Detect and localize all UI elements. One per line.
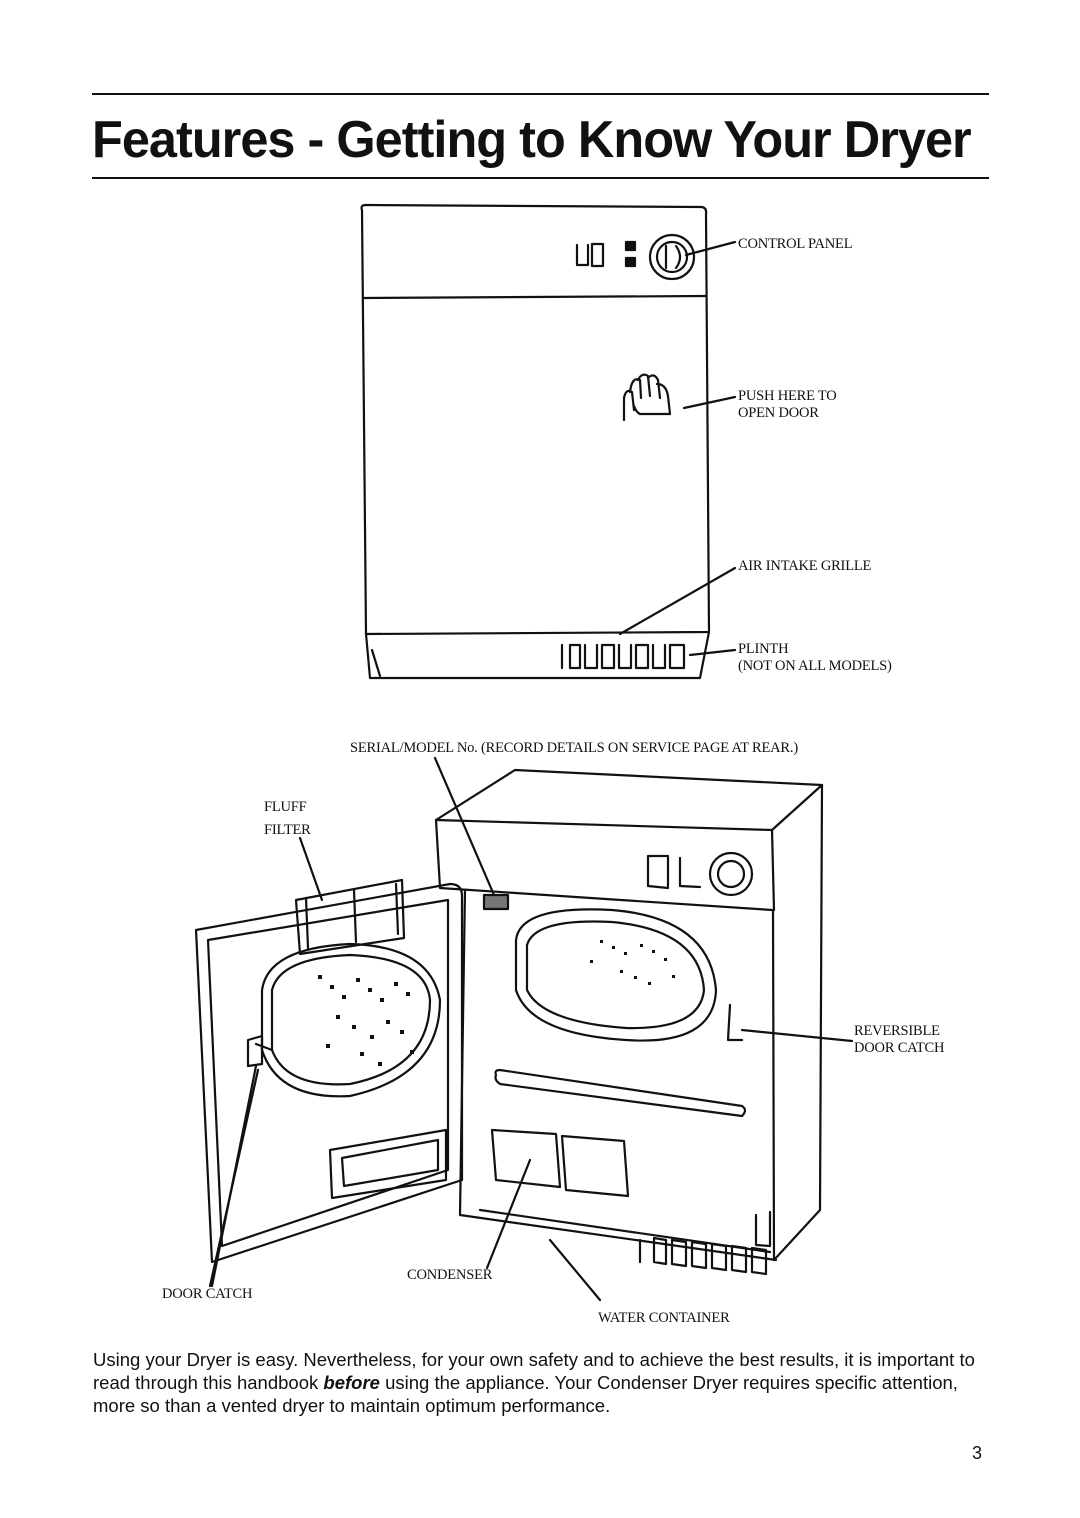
label-reversible-line1: REVERSIBLE <box>854 1023 940 1039</box>
intro-emphasis: before <box>323 1372 380 1393</box>
label-push-here-line1: PUSH HERE TO <box>738 388 837 404</box>
label-fluff-filter: FLUFF FILTER <box>264 796 311 842</box>
intro-text-start: Using your Dryer is easy. Nevertheless, … <box>93 1349 975 1393</box>
label-reversible-line2: DOOR CATCH <box>854 1040 945 1056</box>
hand-icon <box>622 373 672 422</box>
intro-paragraph: Using your Dryer is easy. Nevertheless, … <box>93 1348 993 1417</box>
label-plinth-line2: (NOT ON ALL MODELS) <box>738 658 892 674</box>
plinth <box>364 630 711 680</box>
page-number: 3 <box>972 1443 983 1463</box>
front-view-dryer <box>360 203 737 680</box>
label-fluff-line1: FLUFF <box>264 799 307 815</box>
intro-text-end: using the appliance. Your Condenser Drye… <box>93 1372 958 1416</box>
label-control-panel: CONTROL PANEL <box>738 236 853 252</box>
label-condenser: CONDENSER <box>407 1267 493 1283</box>
top-rule <box>92 93 989 95</box>
label-air-intake-grille: AIR INTAKE GRILLE <box>738 558 872 574</box>
page-title: Features - Getting to Know Your Dryer <box>92 111 972 169</box>
label-serial-model: SERIAL/MODEL No. (RECORD DETAILS ON SERV… <box>350 740 798 756</box>
control-panel-icon <box>575 233 696 281</box>
perforation-pattern <box>318 940 675 1066</box>
label-fluff-line2: FILTER <box>264 822 311 838</box>
bottom-rule <box>92 177 989 179</box>
label-push-here-line2: OPEN DOOR <box>738 405 819 421</box>
label-push-here: PUSH HERE TO OPEN DOOR <box>738 388 837 422</box>
label-plinth: PLINTH (NOT ON ALL MODELS) <box>738 641 892 675</box>
open-dryer <box>194 756 854 1302</box>
label-door-catch: DOOR CATCH <box>162 1286 253 1302</box>
label-reversible-door-catch: REVERSIBLE DOOR CATCH <box>854 1023 944 1057</box>
label-water-container: WATER CONTAINER <box>598 1310 730 1326</box>
label-plinth-line1: PLINTH <box>738 641 789 657</box>
